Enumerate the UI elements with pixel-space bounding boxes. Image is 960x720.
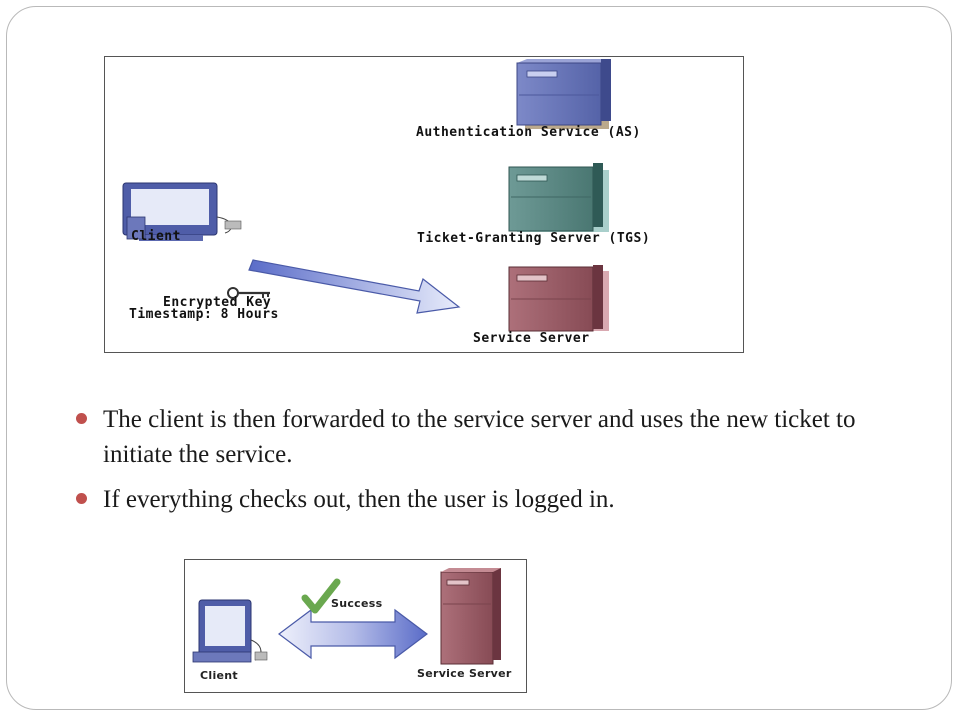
encrypted-key-label: Encrypted Key: [163, 295, 272, 310]
kerberos-diagram-graphics: [122, 59, 611, 332]
tgs-server-icon: [508, 163, 609, 232]
service-server-icon: [508, 265, 609, 332]
bullet-item: If everything checks out, then the user …: [76, 482, 866, 517]
service-server-label: Service Server: [473, 331, 590, 346]
client-computer-icon: [192, 599, 268, 663]
forward-arrow-icon: [248, 259, 461, 314]
bullet-text: If everything checks out, then the user …: [103, 486, 615, 513]
success-diagram-graphics: [192, 568, 501, 665]
bullet-item: The client is then forwarded to the serv…: [76, 402, 866, 472]
check-icon: [301, 578, 341, 614]
bullet-text: The client is then forwarded to the serv…: [103, 406, 856, 468]
tgs-label: Ticket-Granting Server (TGS): [417, 231, 651, 246]
as-server-icon: [516, 59, 611, 129]
as-label: Authentication Service (AS): [416, 125, 641, 140]
key-icon: [227, 287, 270, 299]
client-label: Client: [131, 229, 181, 244]
service-server-label: Service Server: [417, 667, 512, 680]
success-label: Success: [331, 597, 383, 610]
client-label: Client: [200, 669, 238, 682]
double-arrow-icon: [278, 608, 428, 660]
bullet-dot-icon: [76, 413, 87, 424]
timestamp-label: Timestamp: 8 Hours: [129, 307, 279, 322]
bullet-list: The client is then forwarded to the serv…: [76, 402, 866, 527]
bullet-dot-icon: [76, 493, 87, 504]
client-computer-icon: [122, 182, 242, 241]
kerberos-flow-diagram: Client Authentication Service (AS) Ticke…: [104, 56, 744, 353]
success-diagram: Success Client Service Server: [184, 559, 527, 693]
service-server-icon: [440, 568, 501, 665]
